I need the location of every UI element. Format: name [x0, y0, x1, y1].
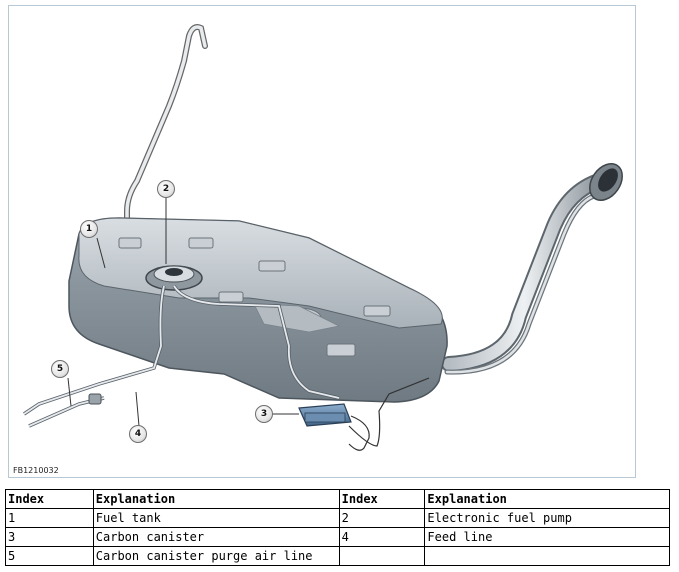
- legend-explanation: Electronic fuel pump: [424, 508, 670, 528]
- callout-5: 5: [51, 360, 69, 378]
- header-index-1: Index: [5, 489, 94, 509]
- legend-explanation: Carbon canister purge air line: [92, 546, 340, 566]
- legend-row: 3 Carbon canister 4 Feed line: [5, 527, 670, 547]
- legend-index: 2: [338, 508, 426, 528]
- fuel-tank-shape: [68, 217, 448, 403]
- feed-line-path: [23, 284, 340, 428]
- legend-index: 3: [5, 527, 94, 547]
- fuel-system-illustration: [23, 24, 623, 451]
- legend-index: 5: [5, 546, 94, 566]
- legend-table: Index Explanation Index Explanation 1 Fu…: [5, 489, 670, 566]
- legend-explanation: Fuel tank: [92, 508, 340, 528]
- callout-4: 4: [129, 425, 147, 443]
- filler-neck: [441, 163, 623, 375]
- callout-3: 3: [255, 405, 273, 423]
- header-explanation-1: Explanation: [92, 489, 340, 509]
- legend-explanation: Carbon canister: [92, 527, 340, 547]
- callout-leaders: [67, 198, 299, 427]
- legend-row: 1 Fuel tank 2 Electronic fuel pump: [5, 508, 670, 528]
- legend-explanation: Feed line: [424, 527, 670, 547]
- legend-header-row: Index Explanation Index Explanation: [5, 489, 670, 509]
- vent-line: [124, 24, 208, 269]
- callout-2: 2: [157, 180, 175, 198]
- legend-index: 4: [338, 527, 426, 547]
- legend-index: 1: [5, 508, 94, 528]
- legend-index: [338, 546, 426, 566]
- callout-1: 1: [80, 220, 98, 238]
- carbon-canister-shape: [298, 377, 430, 451]
- legend-row: 5 Carbon canister purge air line: [5, 546, 670, 566]
- header-explanation-2: Explanation: [424, 489, 670, 509]
- legend-explanation: [424, 546, 670, 566]
- fuel-pump-flange: [145, 265, 203, 291]
- figure-id-label: FB1210032: [13, 466, 59, 475]
- fuel-system-diagram: 1 2 3 4 5 FB1210032: [8, 5, 636, 478]
- header-index-2: Index: [338, 489, 426, 509]
